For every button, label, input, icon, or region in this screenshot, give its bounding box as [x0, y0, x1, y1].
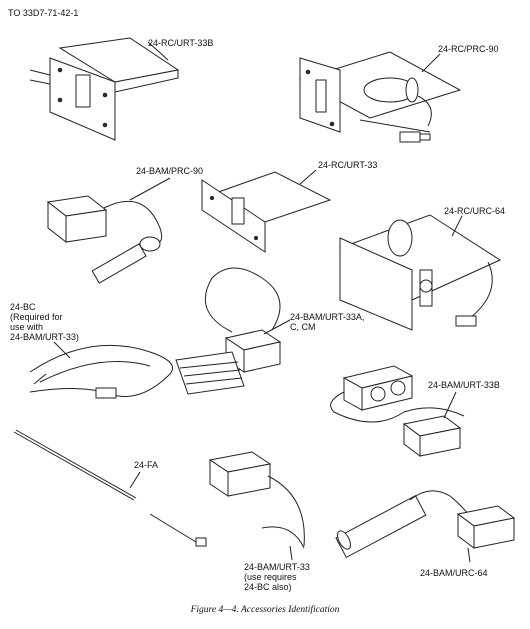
- label-bc: 24-BC (Required for use with 24-BAM/URT-…: [10, 302, 79, 342]
- bc-cable-drawing: [29, 341, 173, 399]
- label-rc-urt33: 24-RC/URT-33: [318, 160, 378, 170]
- bam-urt33b-drawing: [330, 365, 465, 457]
- label-bam-prc90: 24-BAM/PRC-90: [136, 166, 204, 176]
- bam-urc64-drawing: [335, 490, 516, 563]
- label-bam-urt33a: 24-BAM/URT-33A, C, CM: [290, 312, 365, 332]
- label-rc-prc90: 24-RC/PRC-90: [438, 44, 499, 54]
- figure-caption: Figure 4—4. Accessories Identification: [190, 605, 340, 615]
- label-fa: 24-FA: [134, 460, 159, 470]
- label-bam-urt33: 24-BAM/URT-33 (use requires 24-BC also): [244, 562, 310, 592]
- label-rc-urt33b: 24-RC/URT-33B: [148, 38, 214, 48]
- rc-urc64-bracket-drawing: [338, 214, 502, 331]
- fa-wire-drawing: [13, 429, 207, 547]
- rc-prc90-bracket-drawing: [298, 51, 462, 143]
- rc-urt33-bracket-drawing: [201, 169, 332, 253]
- rc-urt33b-bracket-drawing: [29, 37, 180, 141]
- label-rc-urc64: 24-RC/URC-64: [444, 206, 506, 216]
- bam-urt33a-drawing: [175, 267, 291, 395]
- label-bam-urt33b: 24-BAM/URT-33B: [428, 380, 500, 390]
- bam-urt33-drawing: [208, 451, 305, 561]
- document-number: TO 33D7-71-42-1: [8, 8, 79, 18]
- bam-prc90-drawing: [46, 177, 171, 284]
- label-bam-urc64: 24-BAM/URC-64: [420, 568, 488, 578]
